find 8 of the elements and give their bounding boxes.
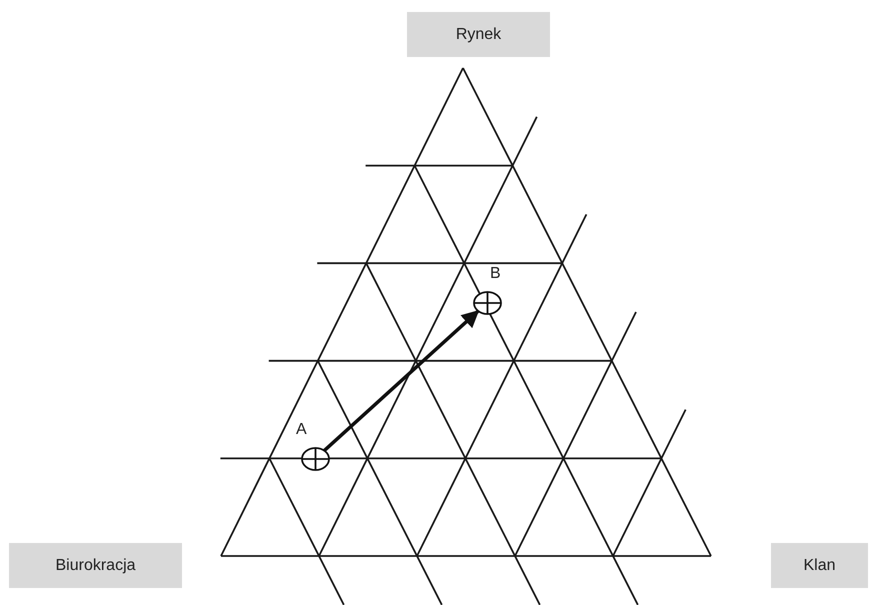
label-box: Rynek — [407, 12, 550, 57]
arrow — [322, 310, 480, 452]
point-label: B — [490, 266, 501, 282]
point-marker — [300, 447, 330, 471]
label-box: Klan — [771, 543, 868, 588]
point-marker — [472, 291, 502, 315]
point-label: A — [296, 422, 307, 438]
label-box: Biurokracja — [9, 543, 182, 588]
